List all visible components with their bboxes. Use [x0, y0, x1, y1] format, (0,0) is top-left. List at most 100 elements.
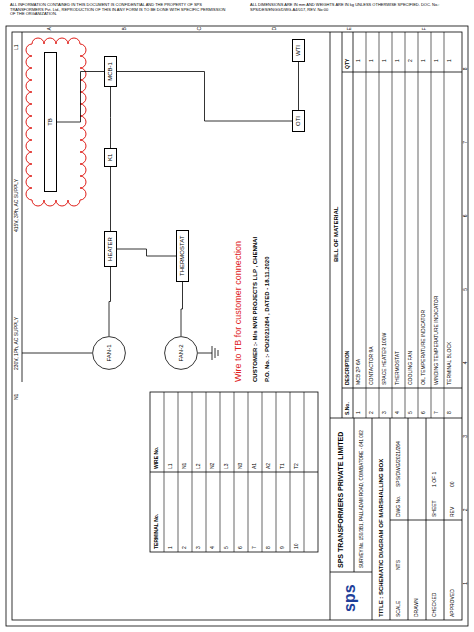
wire: [57, 72, 104, 123]
component-name: FAN-2: [178, 345, 185, 362]
bom-grid: [366, 32, 367, 418]
component-name: TB: [47, 58, 54, 186]
company-logo: sps: [341, 584, 359, 612]
heater-box: HEATER: [104, 231, 117, 267]
title-block-cell: SPS TRANSFORMERS PRIVATE LIMITED: [337, 432, 345, 568]
bom-cell: 4: [395, 411, 401, 414]
table-cell: L2: [196, 463, 202, 469]
bom-cell: 1: [434, 59, 440, 62]
table-cell: 2: [182, 546, 188, 549]
bom-grid: [418, 32, 419, 418]
title-block-cell: TITLE : SCHEMATIC DIAGRAM OF MARSHALLING…: [378, 459, 385, 617]
wire: [110, 87, 111, 148]
fan-motor: FAN-1: [92, 336, 126, 370]
terminal-table: [150, 392, 318, 552]
zone-mark: A: [47, 27, 53, 30]
bom-cell: 2: [408, 59, 414, 62]
wire-label: 415V, 3Ph, AC SUPPLY: [14, 179, 20, 232]
outer-border: [6, 26, 468, 626]
zone-mark: 1: [463, 582, 469, 585]
table-cell: A1: [252, 463, 258, 469]
title-grid: [390, 418, 391, 620]
thermostat-box: THERMOSTAT: [176, 230, 189, 282]
revision-note: Wire to TB for customer connection: [234, 241, 244, 382]
terminal-grid: [220, 392, 221, 552]
zone-mark: C: [197, 27, 203, 31]
zone-mark: D: [272, 27, 278, 31]
table-cell: T2: [294, 463, 300, 469]
table-cell: A2: [266, 463, 272, 469]
wire: [181, 282, 183, 336]
wire-label: L1: [14, 44, 20, 50]
mcb-box: MCB-1: [104, 56, 117, 87]
earth-wire: [198, 353, 212, 354]
bom-cell: 8: [447, 411, 453, 414]
indicator-box: OTI: [292, 110, 305, 132]
zone-mark: E: [347, 27, 353, 30]
component-name: OTI: [295, 116, 302, 126]
bom-cell: OIL TEMPERATURE INDICATOR: [421, 310, 427, 385]
title-grid: [390, 520, 462, 521]
wire-label: 230V, 1Ph, AC SUPPLY: [14, 317, 20, 370]
logo-divider: [330, 572, 372, 573]
zone-mark: 6: [463, 214, 469, 217]
table-cell: 7: [252, 546, 258, 549]
zone-mark: 5: [463, 288, 469, 291]
block-divider: [330, 418, 462, 419]
contactor-box: K1: [104, 148, 117, 167]
bom-grid: [392, 32, 393, 418]
table-cell: N3: [238, 463, 244, 469]
bom-cell: SPACE HEATER 100W: [382, 333, 388, 385]
component-name: K1: [107, 154, 114, 161]
terminal-grid: [234, 392, 235, 552]
bom-cell: 1: [421, 59, 427, 62]
bom-cell: 1: [356, 59, 362, 62]
bom-cell: 7: [434, 411, 440, 414]
component-name: MCB-1: [107, 62, 114, 81]
sheet-note: ALL INFORMATION CONTAINED IN THIS DOCUME…: [10, 3, 230, 17]
bom-cell: 2: [369, 411, 375, 414]
zone-mark: 7: [463, 141, 469, 144]
title-block-cell: SCALE: [396, 601, 402, 617]
title-grid: [354, 418, 355, 572]
table-cell: WIRE No.: [154, 447, 160, 470]
bom-grid: [353, 32, 354, 418]
terminal-block: TB: [44, 52, 57, 192]
bom-cell: 1: [447, 59, 453, 62]
terminal-grid: [276, 392, 277, 552]
wire: [117, 249, 176, 256]
wire: [110, 167, 111, 231]
component-name: HEATER: [107, 237, 114, 261]
earth-symbol: [215, 348, 216, 358]
terminal-grid: [248, 392, 249, 552]
fan-feed-wire: [22, 353, 92, 354]
bom-grid: [444, 32, 445, 418]
table-cell: N1: [182, 463, 188, 469]
bom-cell: QTY: [345, 59, 351, 69]
indicator-box: WTI: [292, 39, 305, 62]
table-cell: 9: [280, 546, 286, 549]
title-grid: [372, 418, 373, 620]
bom-cell: COOLING FAN: [408, 351, 414, 385]
earth-symbol: [218, 350, 219, 356]
table-cell: 10: [294, 543, 300, 549]
wire: [117, 72, 292, 122]
terminal-grid: [164, 392, 165, 552]
bom-cell: WINDING TEMPERATURE INDICATOR: [434, 296, 440, 385]
table-cell: TERMINAL No.: [154, 514, 160, 549]
terminal-grid: [192, 392, 193, 552]
customer-note: P.O. No. :- PO/2021/264 , DATED - 18.11.…: [264, 256, 271, 382]
bom-cell: 1: [369, 59, 375, 62]
title-block-cell: DWG No.: [396, 496, 402, 517]
zone-mark: 4: [463, 361, 469, 364]
title-grid: [426, 418, 427, 620]
component-name: FAN-1: [106, 345, 113, 362]
title-block-cell: 00: [450, 481, 456, 487]
terminal-grid: [206, 392, 207, 552]
bom-grid: [431, 32, 432, 418]
title-grid: [408, 418, 409, 620]
table-cell: 1: [168, 546, 174, 549]
wire: [298, 62, 299, 110]
sheet-note: ALL DIMENSIONS ARE IN mm AND WEIGHTS ARE…: [250, 3, 465, 12]
